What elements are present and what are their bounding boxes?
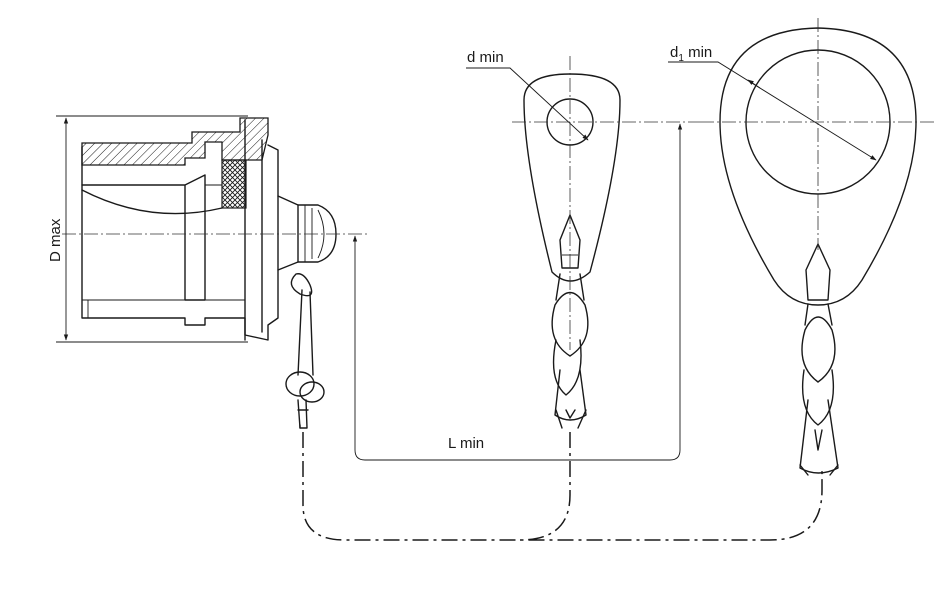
plug-chain bbox=[285, 273, 325, 429]
dim-L-min: L min bbox=[352, 123, 683, 461]
dim-d-min: d min bbox=[466, 49, 589, 141]
small-lug-outline bbox=[523, 73, 621, 282]
label-D-max: D max bbox=[47, 218, 64, 262]
plug-thread-lines bbox=[81, 165, 185, 318]
plug-break-curve bbox=[81, 189, 223, 215]
dim-d1-min: d1 min bbox=[668, 44, 877, 161]
plug-nipple bbox=[277, 195, 299, 271]
plug-body-outline bbox=[81, 144, 279, 341]
large-lug-outline bbox=[719, 27, 917, 306]
protective-plug bbox=[81, 117, 337, 341]
label-d-min: d min bbox=[467, 49, 504, 66]
plug-nipple-head bbox=[297, 204, 337, 263]
plug-seal bbox=[221, 159, 247, 209]
plug-inner-bore bbox=[81, 174, 206, 301]
dim-D-max: D max bbox=[47, 115, 248, 343]
chain-length-path bbox=[302, 432, 823, 541]
label-d1-min: d1 min bbox=[670, 44, 712, 64]
plug-hatched-wall bbox=[81, 117, 269, 166]
label-L-min: L min bbox=[448, 435, 484, 452]
small-lug bbox=[523, 73, 621, 429]
